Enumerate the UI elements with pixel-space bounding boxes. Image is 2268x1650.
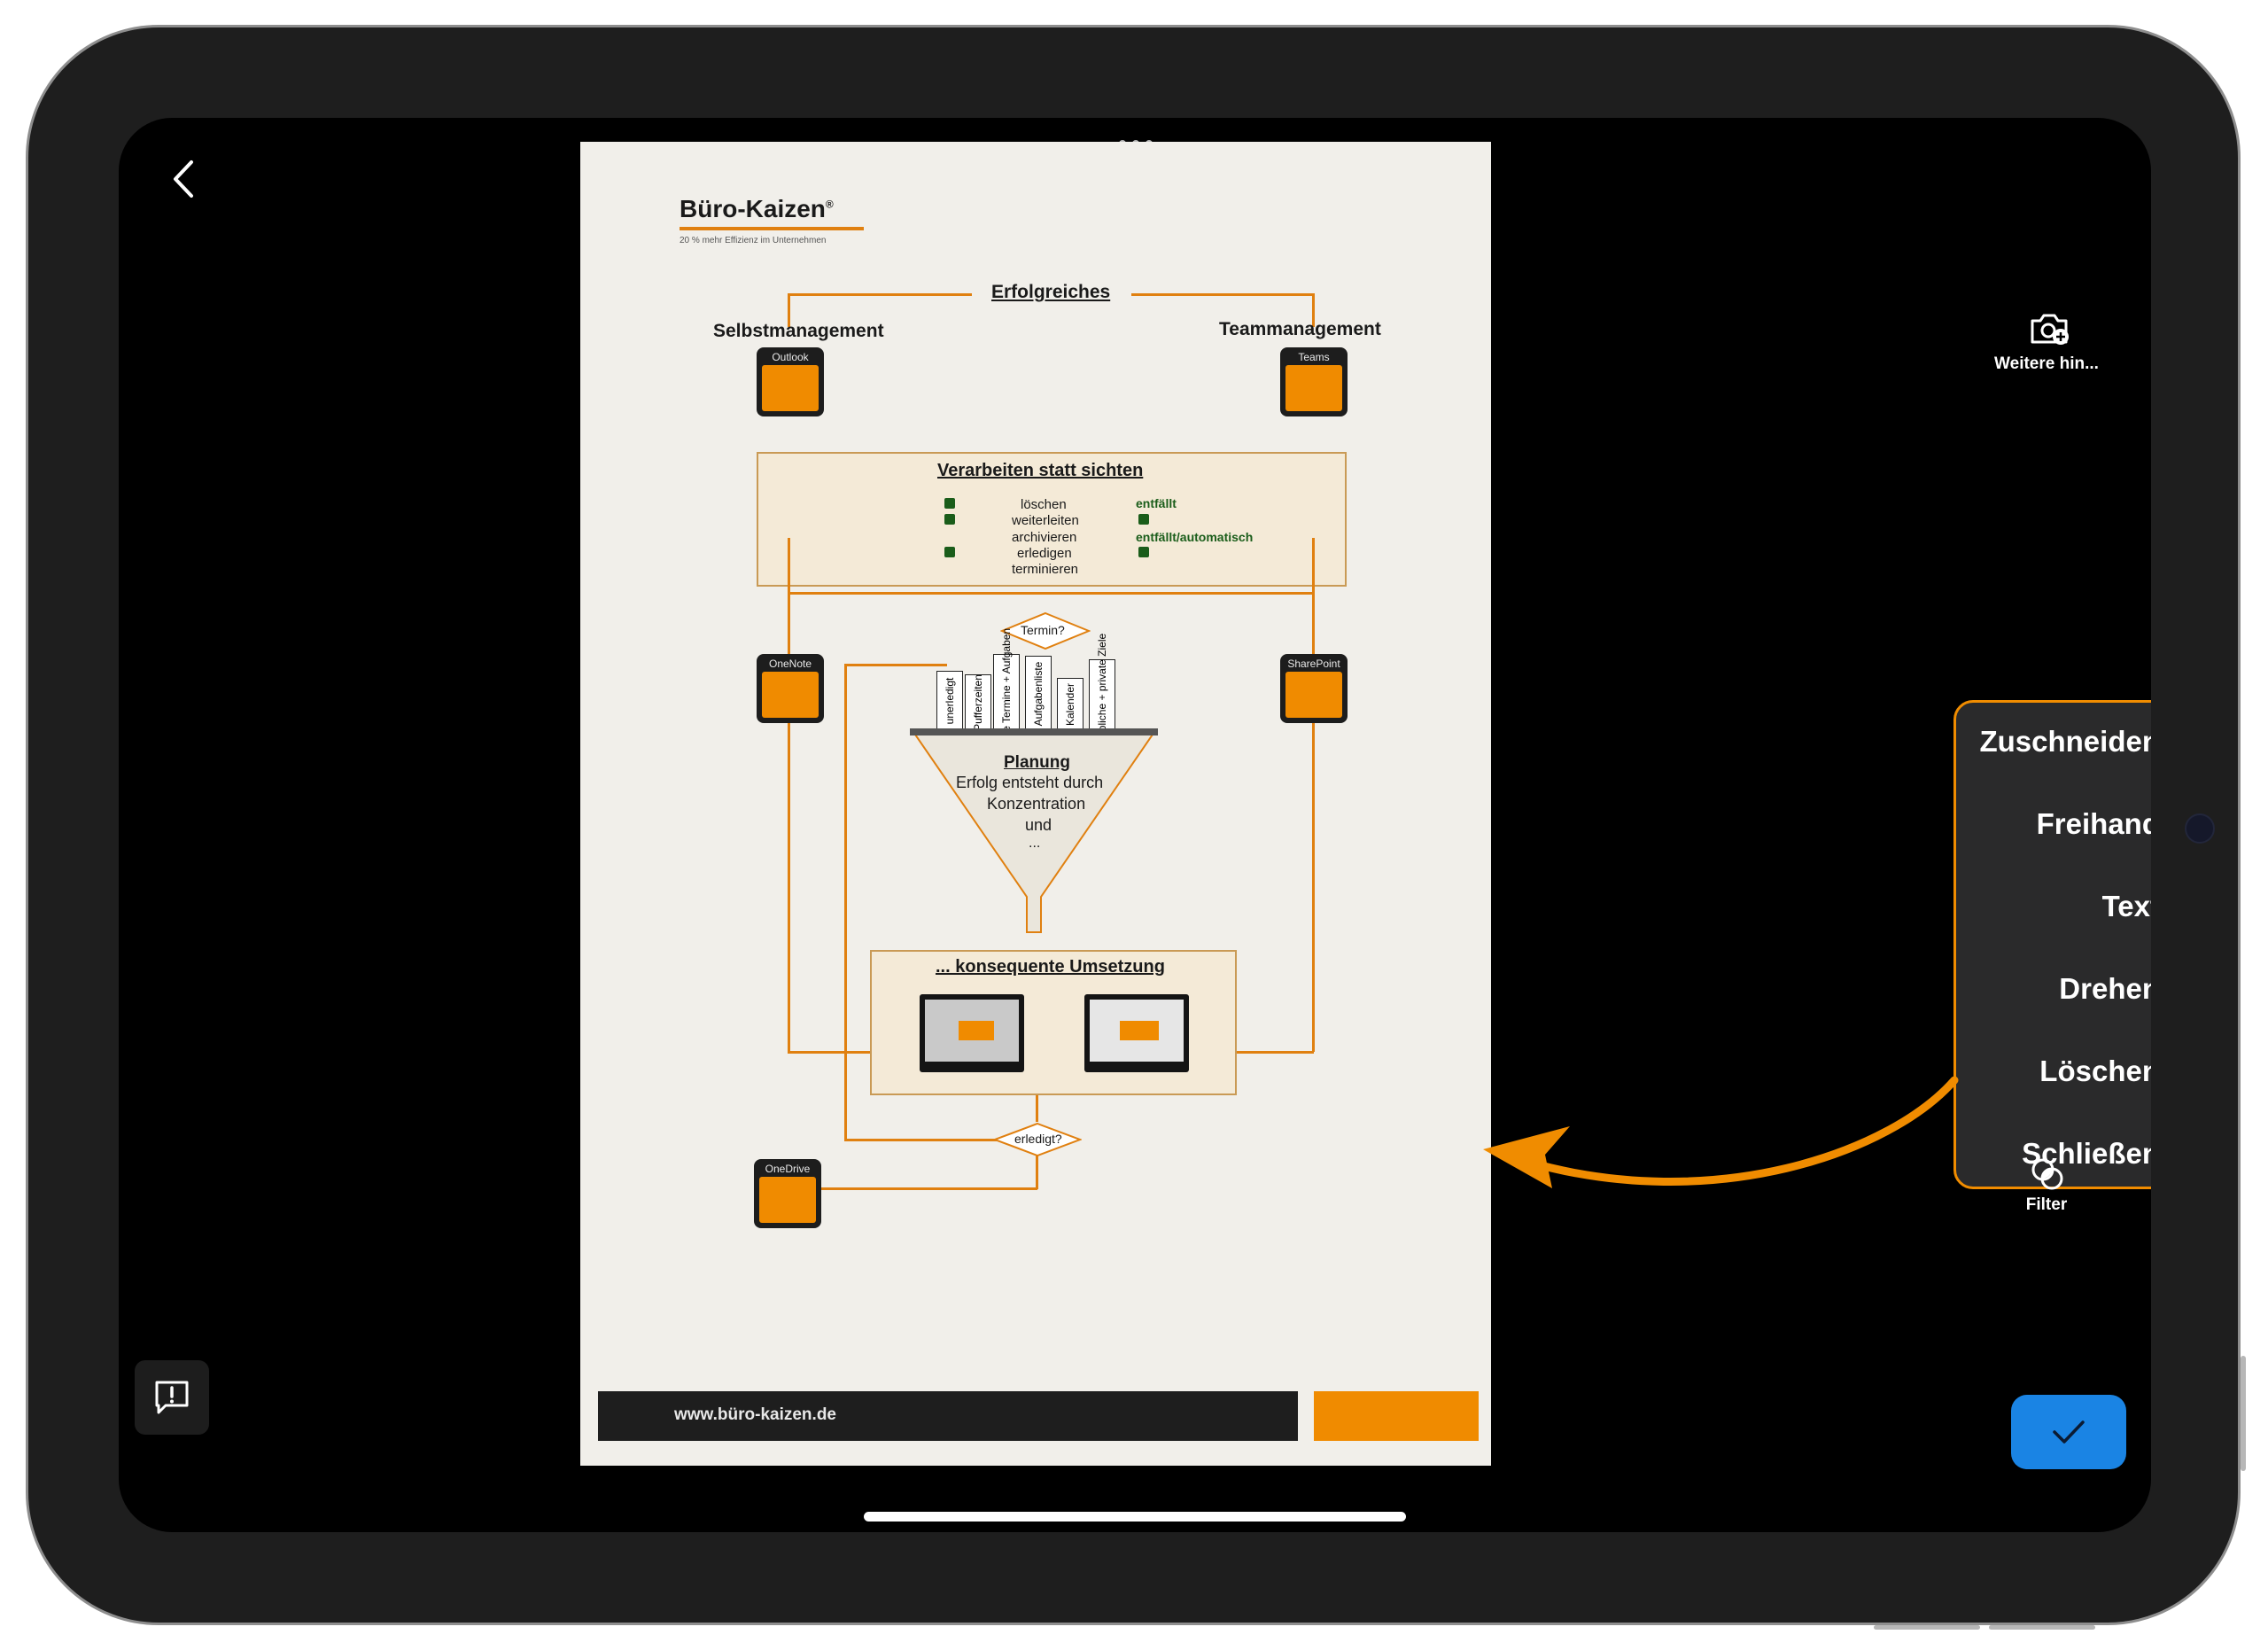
execution-box: ... konsequente Umsetzung	[870, 950, 1237, 1095]
onenote-box: OneNote	[757, 654, 824, 723]
filter-button[interactable]: Filter	[1976, 1156, 2117, 1227]
process-box: Verarbeiten statt sichten löschen weiter…	[757, 452, 1347, 587]
filter-label: Filter	[1976, 1195, 2117, 1215]
doc-funnel-line-1: Konzentration	[987, 795, 1085, 813]
top-button-2	[1989, 1625, 2095, 1630]
doc-funnel-title: Planung	[1004, 753, 1070, 773]
doc-item-3: erledigen	[1017, 546, 1072, 561]
stick-3: Aufgabenliste	[1025, 656, 1052, 731]
doc-decision-done: erledigt?	[1014, 1132, 1062, 1146]
doc-result-entfaellt: entfällt	[1136, 496, 1177, 510]
stick-0: unerledigt	[936, 671, 963, 731]
doc-item-0: löschen	[1021, 497, 1067, 512]
menu-item-rotate[interactable]: Drehen	[2059, 962, 2151, 1016]
add-more-button[interactable]: Weitere hin...	[1976, 310, 2117, 390]
scanned-document: Büro-Kaizen® 20 % mehr Effizienz im Unte…	[580, 142, 1491, 1466]
doc-funnel-line-2: und	[1025, 816, 1052, 835]
add-more-label: Weitere hin...	[1976, 354, 2117, 374]
doc-process-title: Verarbeiten statt sichten	[937, 461, 1143, 481]
doc-brand: Büro-Kaizen®	[680, 195, 834, 223]
stick-1: Pufferzeiten	[965, 674, 991, 731]
doc-item-1: weiterleiten	[1012, 513, 1079, 528]
doc-funnel-line-3: ...	[1029, 836, 1040, 852]
checkmark-icon	[2051, 1418, 2086, 1446]
outlook-box: Outlook	[757, 347, 824, 416]
doc-decision-termin: Termin?	[1021, 623, 1065, 637]
side-button	[2241, 1356, 2246, 1471]
filter-circles-icon	[2030, 1156, 2065, 1192]
monitor-right	[1084, 994, 1189, 1072]
doc-right-heading: Teammanagement	[1219, 319, 1381, 340]
menu-item-text[interactable]: Text	[2102, 880, 2151, 933]
screen: Büro-Kaizen® 20 % mehr Effizienz im Unte…	[119, 118, 2151, 1532]
annotation-arrow	[1483, 1064, 1979, 1330]
teams-box: Teams	[1280, 347, 1348, 416]
edit-menu: Zuschneiden Freihand Text Drehen Löschen…	[1953, 700, 2151, 1189]
doc-left-heading: Selbstmanagement	[713, 321, 884, 342]
doc-funnel-line-0: Erfolg entsteht durch	[956, 774, 1103, 792]
doc-execution-title: ... konsequente Umsetzung	[936, 957, 1165, 977]
feedback-exclamation-icon	[153, 1379, 190, 1416]
front-camera	[2185, 813, 2215, 844]
menu-item-crop[interactable]: Zuschneiden	[1979, 715, 2151, 768]
doc-brand-underline	[680, 227, 864, 230]
doc-top-heading: Erfolgreiches	[991, 282, 1110, 303]
menu-item-freehand[interactable]: Freihand	[2037, 798, 2151, 851]
home-indicator[interactable]	[864, 1512, 1406, 1522]
stick-4: Kalender	[1057, 678, 1084, 731]
monitor-left	[920, 994, 1024, 1072]
doc-item-4: terminieren	[1012, 562, 1078, 577]
feedback-button[interactable]	[135, 1360, 209, 1435]
menu-item-delete[interactable]: Löschen	[2039, 1045, 2151, 1098]
doc-footer-accent	[1314, 1391, 1479, 1441]
camera-plus-icon	[2029, 310, 2070, 347]
sharepoint-box: SharePoint	[1280, 654, 1348, 723]
top-button-1	[1874, 1625, 1980, 1630]
stick-5: betriebliche + private Ziele	[1089, 659, 1115, 731]
onedrive-box: OneDrive	[754, 1159, 821, 1228]
confirm-button[interactable]	[2011, 1395, 2126, 1469]
doc-footer-url: www.büro-kaizen.de	[674, 1405, 836, 1425]
doc-result-automatisch: entfällt/automatisch	[1136, 530, 1253, 544]
doc-item-2: archivieren	[1012, 530, 1076, 545]
stick-2: private Termine + Aufgaben	[993, 654, 1020, 731]
doc-tagline: 20 % mehr Effizienz im Unternehmen	[680, 236, 826, 245]
chevron-left-icon[interactable]	[167, 157, 202, 201]
